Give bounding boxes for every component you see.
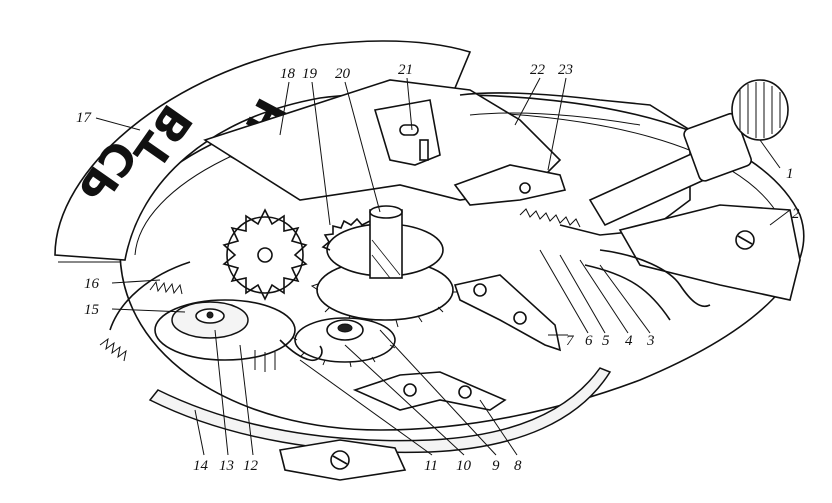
callout-14: 14 xyxy=(193,458,209,474)
lever-8 xyxy=(352,371,507,411)
setting-lever-23 xyxy=(453,164,567,206)
callout-10: 10 xyxy=(456,458,472,474)
callout-19: 19 xyxy=(302,66,318,82)
screw-icon xyxy=(330,450,350,470)
callout-23: 23 xyxy=(558,62,573,78)
star-gear-19 xyxy=(222,208,308,301)
callout-11: 11 xyxy=(424,458,438,474)
clutch-lever-21 xyxy=(373,99,441,166)
lever-7 xyxy=(453,274,562,352)
callout-7: 7 xyxy=(566,333,575,349)
callout-6: 6 xyxy=(585,333,593,349)
callout-12: 12 xyxy=(243,458,259,474)
crown-icon xyxy=(731,79,789,141)
callout-4: 4 xyxy=(625,333,633,349)
callout-1: 1 xyxy=(786,166,794,182)
callout-17: 17 xyxy=(76,110,93,126)
case-plate-2 xyxy=(618,204,801,301)
callout-2: 2 xyxy=(792,206,800,222)
callout-20: 20 xyxy=(335,66,351,82)
callout-21: 21 xyxy=(398,62,413,78)
callout-13: 13 xyxy=(219,458,234,474)
bottom-screw-plate xyxy=(279,439,407,481)
central-tube-20 xyxy=(310,205,459,328)
callout-22: 22 xyxy=(530,62,546,78)
callout-15: 15 xyxy=(84,302,100,318)
callout-3: 3 xyxy=(646,333,655,349)
callout-16: 16 xyxy=(84,276,100,292)
callout-18: 18 xyxy=(280,66,296,82)
callout-9: 9 xyxy=(492,458,500,474)
screw-icon xyxy=(735,230,755,250)
callout-8: 8 xyxy=(514,458,522,474)
callout-5: 5 xyxy=(602,333,610,349)
winding-stem xyxy=(588,112,752,227)
date-disc-teeth xyxy=(99,261,191,362)
date-jumper-assembly xyxy=(154,299,323,372)
part-callouts: 1 2 3 4 5 6 7 8 9 10 11 12 13 14 15 16 1… xyxy=(76,62,800,474)
leader-lines xyxy=(95,77,791,456)
spring-icon xyxy=(519,208,711,321)
driving-wheel-10 xyxy=(291,317,396,368)
